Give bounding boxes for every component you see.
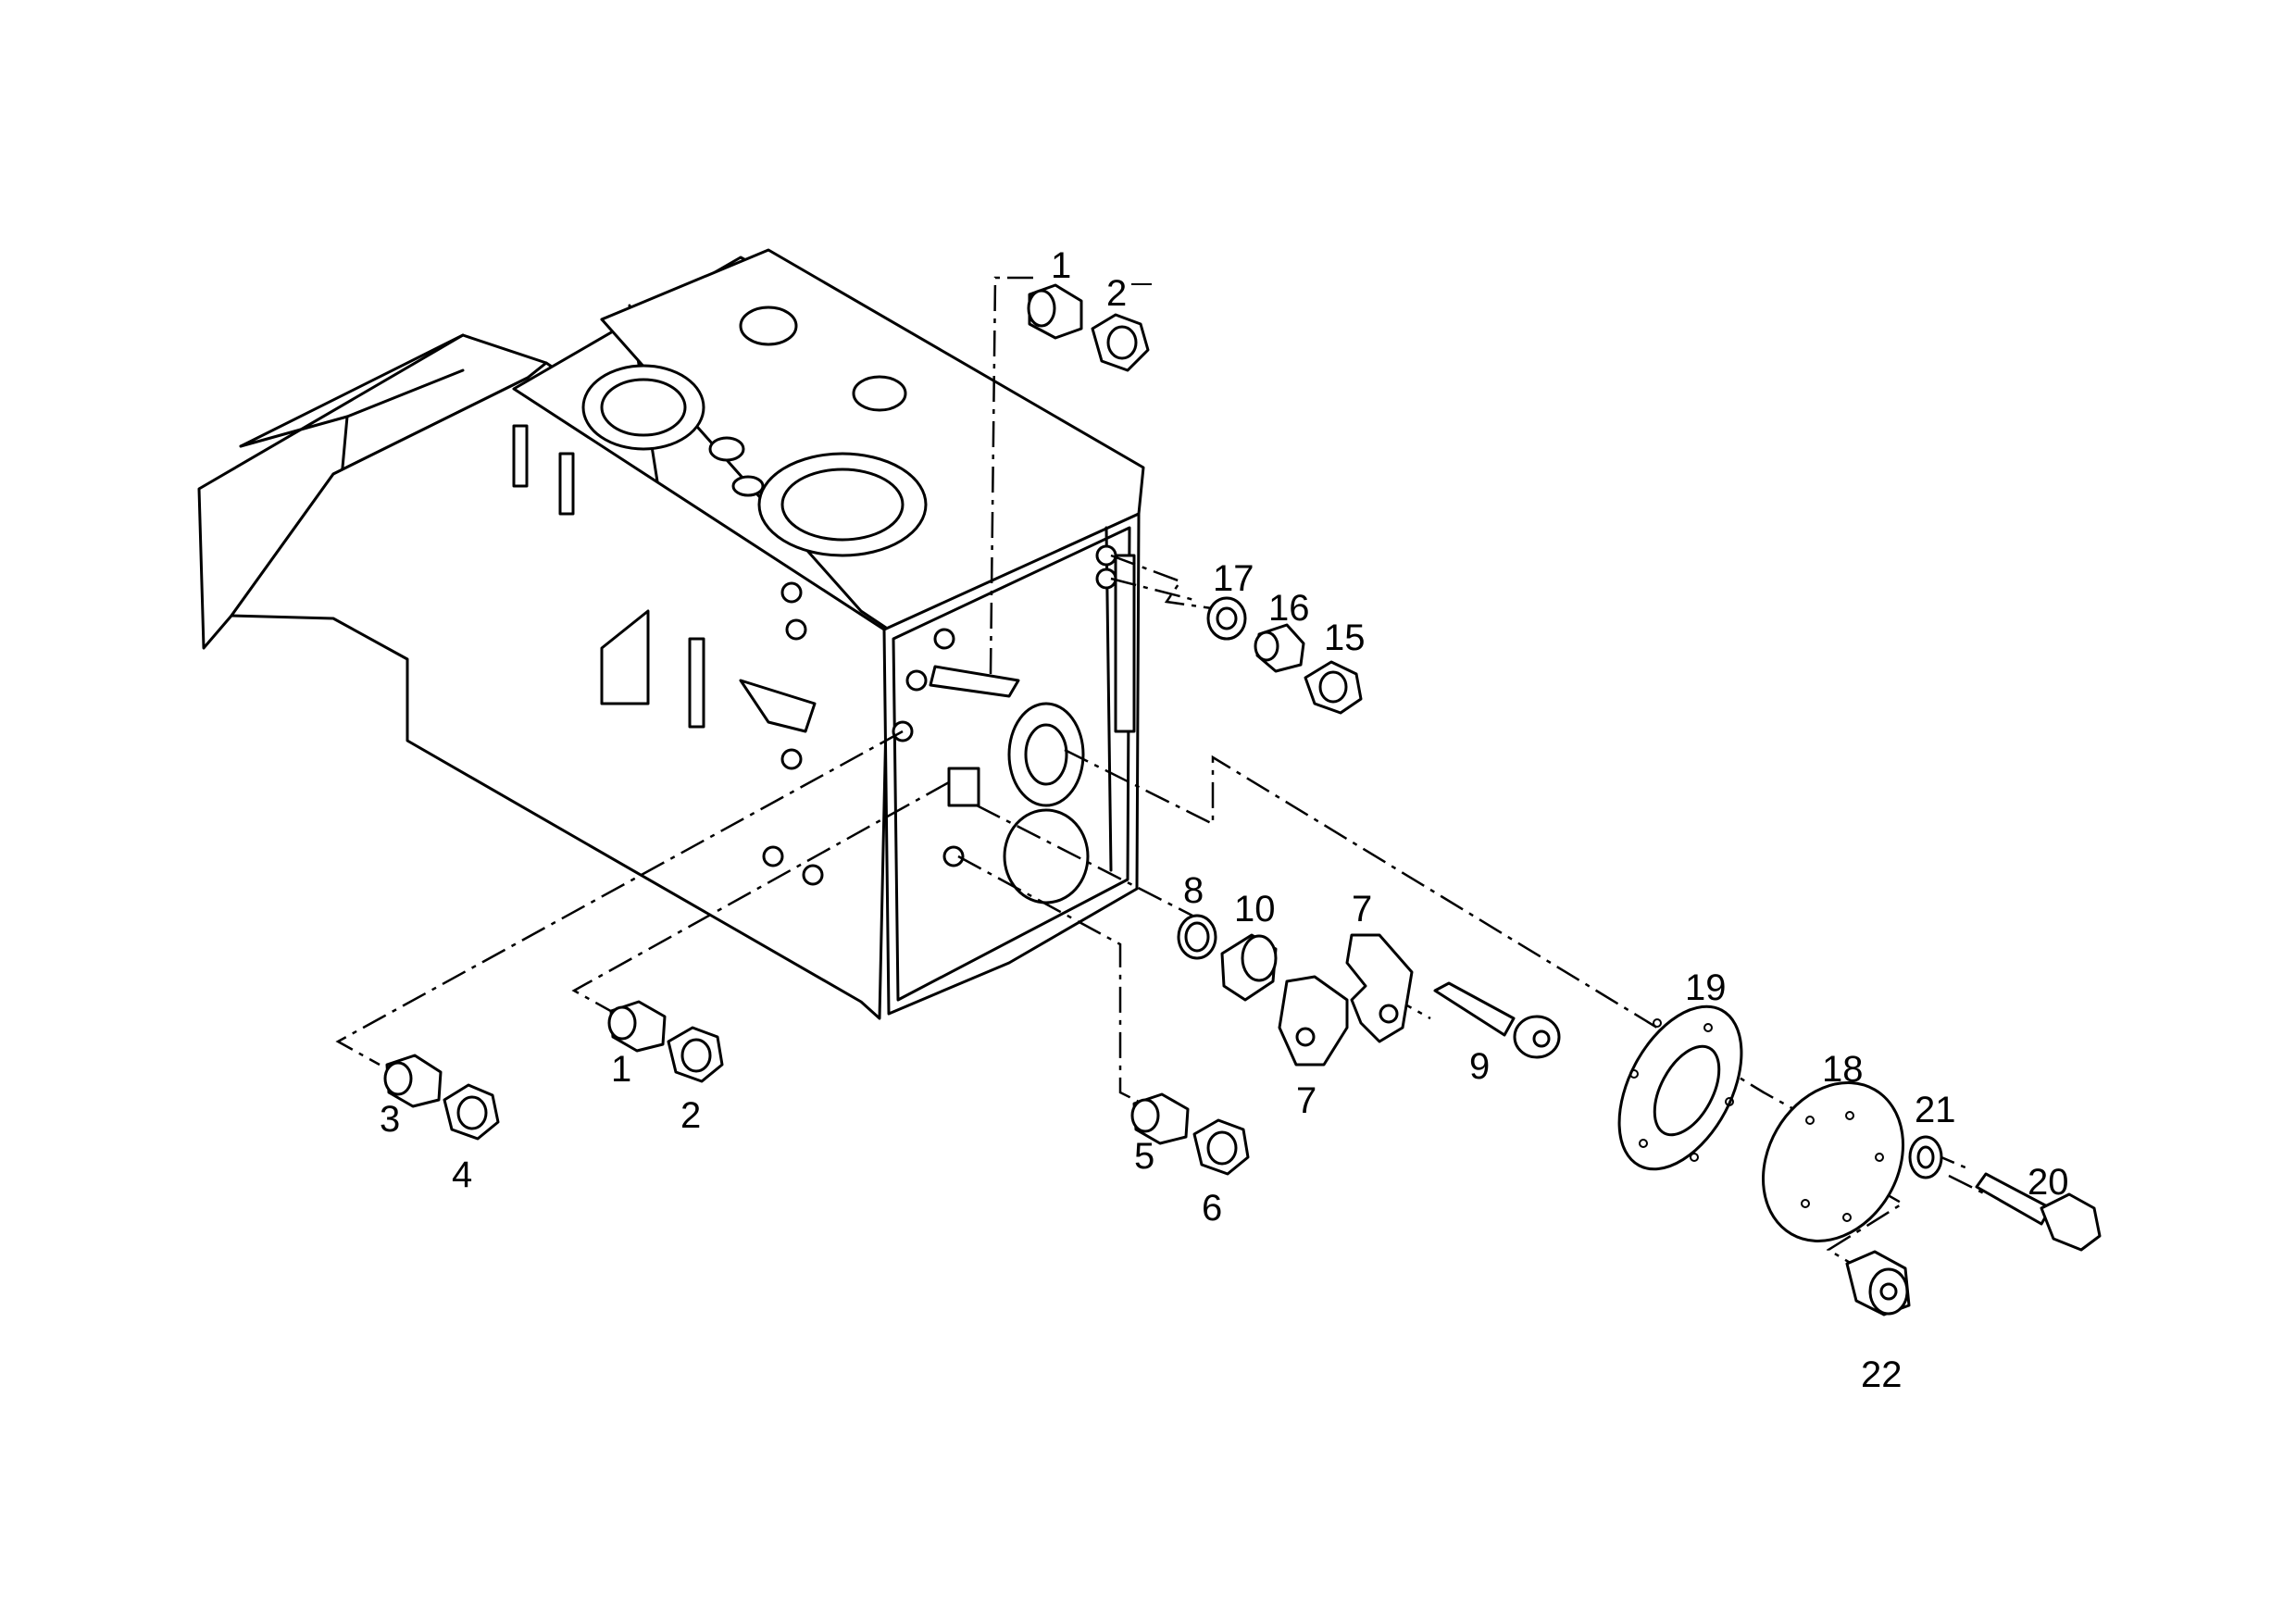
callout-6: 6: [1202, 1188, 1222, 1229]
plug-part-22: [1845, 1250, 1911, 1316]
callout-22: 22: [1861, 1354, 1903, 1395]
callout-18: 18: [1822, 1049, 1864, 1090]
callout-10: 10: [1234, 889, 1276, 930]
callout-labels: 1 2 17 16 15 8 10 7 7 9 19 18 21 20 22 1…: [380, 245, 2069, 1395]
gearbox-housing: [197, 248, 1145, 1020]
hex-bolt-part-20: [1975, 1172, 2102, 1252]
cap-screw-part-9: [1433, 981, 1561, 1059]
plug-part-16: [1254, 623, 1305, 673]
clamp-half-part-7-upper: [1345, 933, 1414, 1043]
washer-part-21: [1908, 1135, 1943, 1179]
callout-1-top: 1: [1051, 245, 1071, 286]
plug-part-5: [1130, 1092, 1190, 1145]
callout-1-lower: 1: [611, 1049, 631, 1090]
callout-19: 19: [1685, 967, 1727, 1008]
o-ring-part-8: [1177, 914, 1217, 960]
callout-7-upper: 7: [1352, 889, 1372, 930]
callout-20: 20: [2028, 1162, 2069, 1203]
callout-5: 5: [1134, 1136, 1154, 1177]
nut-part-2-lower: [667, 1026, 724, 1083]
callout-8: 8: [1183, 870, 1204, 911]
flange-part-19: [1617, 1004, 1743, 1171]
plug-part-1-top: [1027, 283, 1083, 340]
nut-part-2-top: [1091, 313, 1150, 372]
nut-part-15: [1304, 660, 1363, 715]
callout-16: 16: [1268, 588, 1310, 629]
callout-2-top: 2: [1106, 273, 1127, 314]
nut-part-4: [443, 1083, 500, 1141]
callout-9: 9: [1469, 1046, 1490, 1087]
plug-part-1-lower: [607, 1000, 667, 1053]
callout-2-lower: 2: [680, 1095, 701, 1136]
cover-plate-part-18: [1762, 1081, 1904, 1242]
nut-part-6: [1192, 1118, 1250, 1176]
callout-17: 17: [1213, 558, 1254, 599]
callout-4: 4: [452, 1154, 472, 1195]
callout-7-lower: 7: [1296, 1080, 1316, 1121]
callout-3: 3: [380, 1099, 400, 1140]
callout-15: 15: [1324, 618, 1366, 658]
bushing-part-10: [1220, 933, 1278, 1002]
callout-21: 21: [1915, 1090, 1956, 1130]
clamp-half-part-7-lower: [1278, 975, 1349, 1067]
reducer-part-17: [1206, 596, 1247, 641]
plug-part-3: [383, 1054, 443, 1108]
